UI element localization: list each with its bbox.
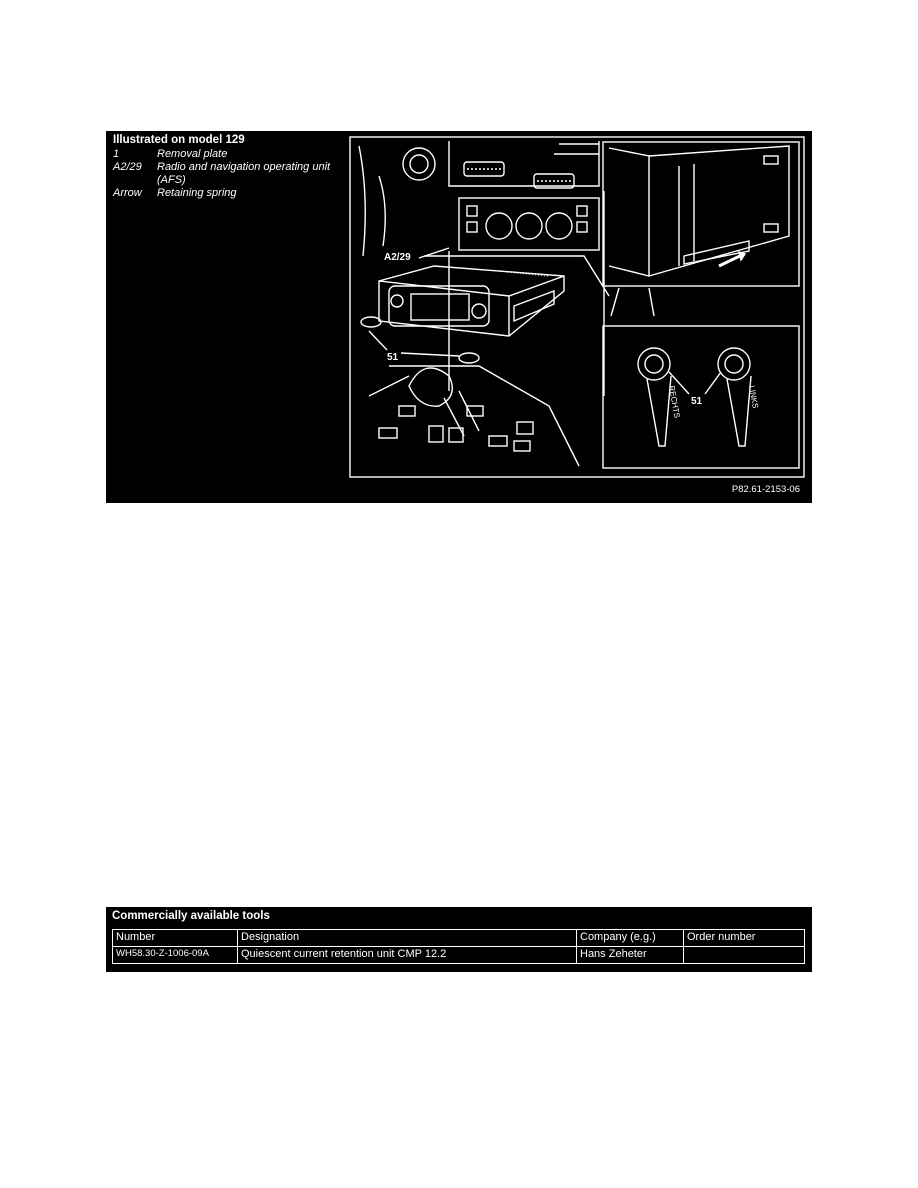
legend-value: Retaining spring: [157, 187, 237, 199]
gear-selector: [368, 365, 580, 467]
removal-tool-pair: [637, 347, 752, 447]
legend-key: 1: [113, 148, 120, 160]
cell-order-number: [683, 946, 805, 964]
legend-value: Radio and navigation operating unit (AFS…: [157, 161, 331, 186]
cell-designation: Quiescent current retention unit CMP 12.…: [237, 946, 577, 964]
header-order-number: Order number: [683, 929, 805, 947]
figure-caption: P82.61-2153-06: [731, 484, 800, 495]
legend-key: A2/29: [113, 161, 142, 173]
callout-tool-inset: 51: [691, 396, 703, 407]
legend-row: A2/29 Radio and navigation operating uni…: [113, 161, 343, 187]
table-row: WH58.30-Z-1006-09A Quiescent current ret…: [112, 946, 805, 964]
callout-tool: 51: [387, 352, 399, 363]
retaining-spring-inset: [602, 141, 800, 287]
tools-table: Number Designation Company (e.g.) Order …: [112, 929, 805, 964]
legend-value: Removal plate: [157, 148, 228, 160]
key-label-links: LINKS: [747, 385, 760, 409]
figure-legend: Illustrated on model 129 1 Removal plate…: [113, 134, 343, 200]
table-header-row: Number Designation Company (e.g.) Order …: [112, 929, 805, 947]
callout-line-tool: [368, 330, 460, 357]
dashboard-outline: [358, 141, 610, 396]
illustration-panel: Illustrated on model 129 1 Removal plate…: [106, 131, 812, 503]
header-designation: Designation: [237, 929, 577, 947]
callout-unit: A2/29: [384, 252, 411, 263]
legend-row: Arrow Retaining spring: [113, 187, 343, 200]
callout-line-unit: [418, 247, 450, 259]
legend-row: 1 Removal plate: [113, 148, 343, 161]
removal-tool-inset: [602, 325, 800, 469]
cell-company: Hans Zeheter: [576, 946, 684, 964]
header-company: Company (e.g.): [576, 929, 684, 947]
callout-line-inset: [668, 371, 722, 395]
radio-removal-drawing: RECHTS LINKS A2/29 51 51: [349, 136, 805, 478]
tools-title: Commercially available tools: [112, 910, 270, 922]
legend-title: Illustrated on model 129: [113, 134, 245, 146]
drawing-frame: [349, 136, 805, 478]
inset-connector: [610, 287, 655, 317]
cell-number: WH58.30-Z-1006-09A: [112, 946, 238, 964]
legend-key: Arrow: [113, 187, 142, 199]
radio-housing-detail: [608, 145, 790, 277]
header-number: Number: [112, 929, 238, 947]
tools-panel: Commercially available tools Number Desi…: [106, 907, 812, 972]
radio-unit: [360, 265, 565, 364]
